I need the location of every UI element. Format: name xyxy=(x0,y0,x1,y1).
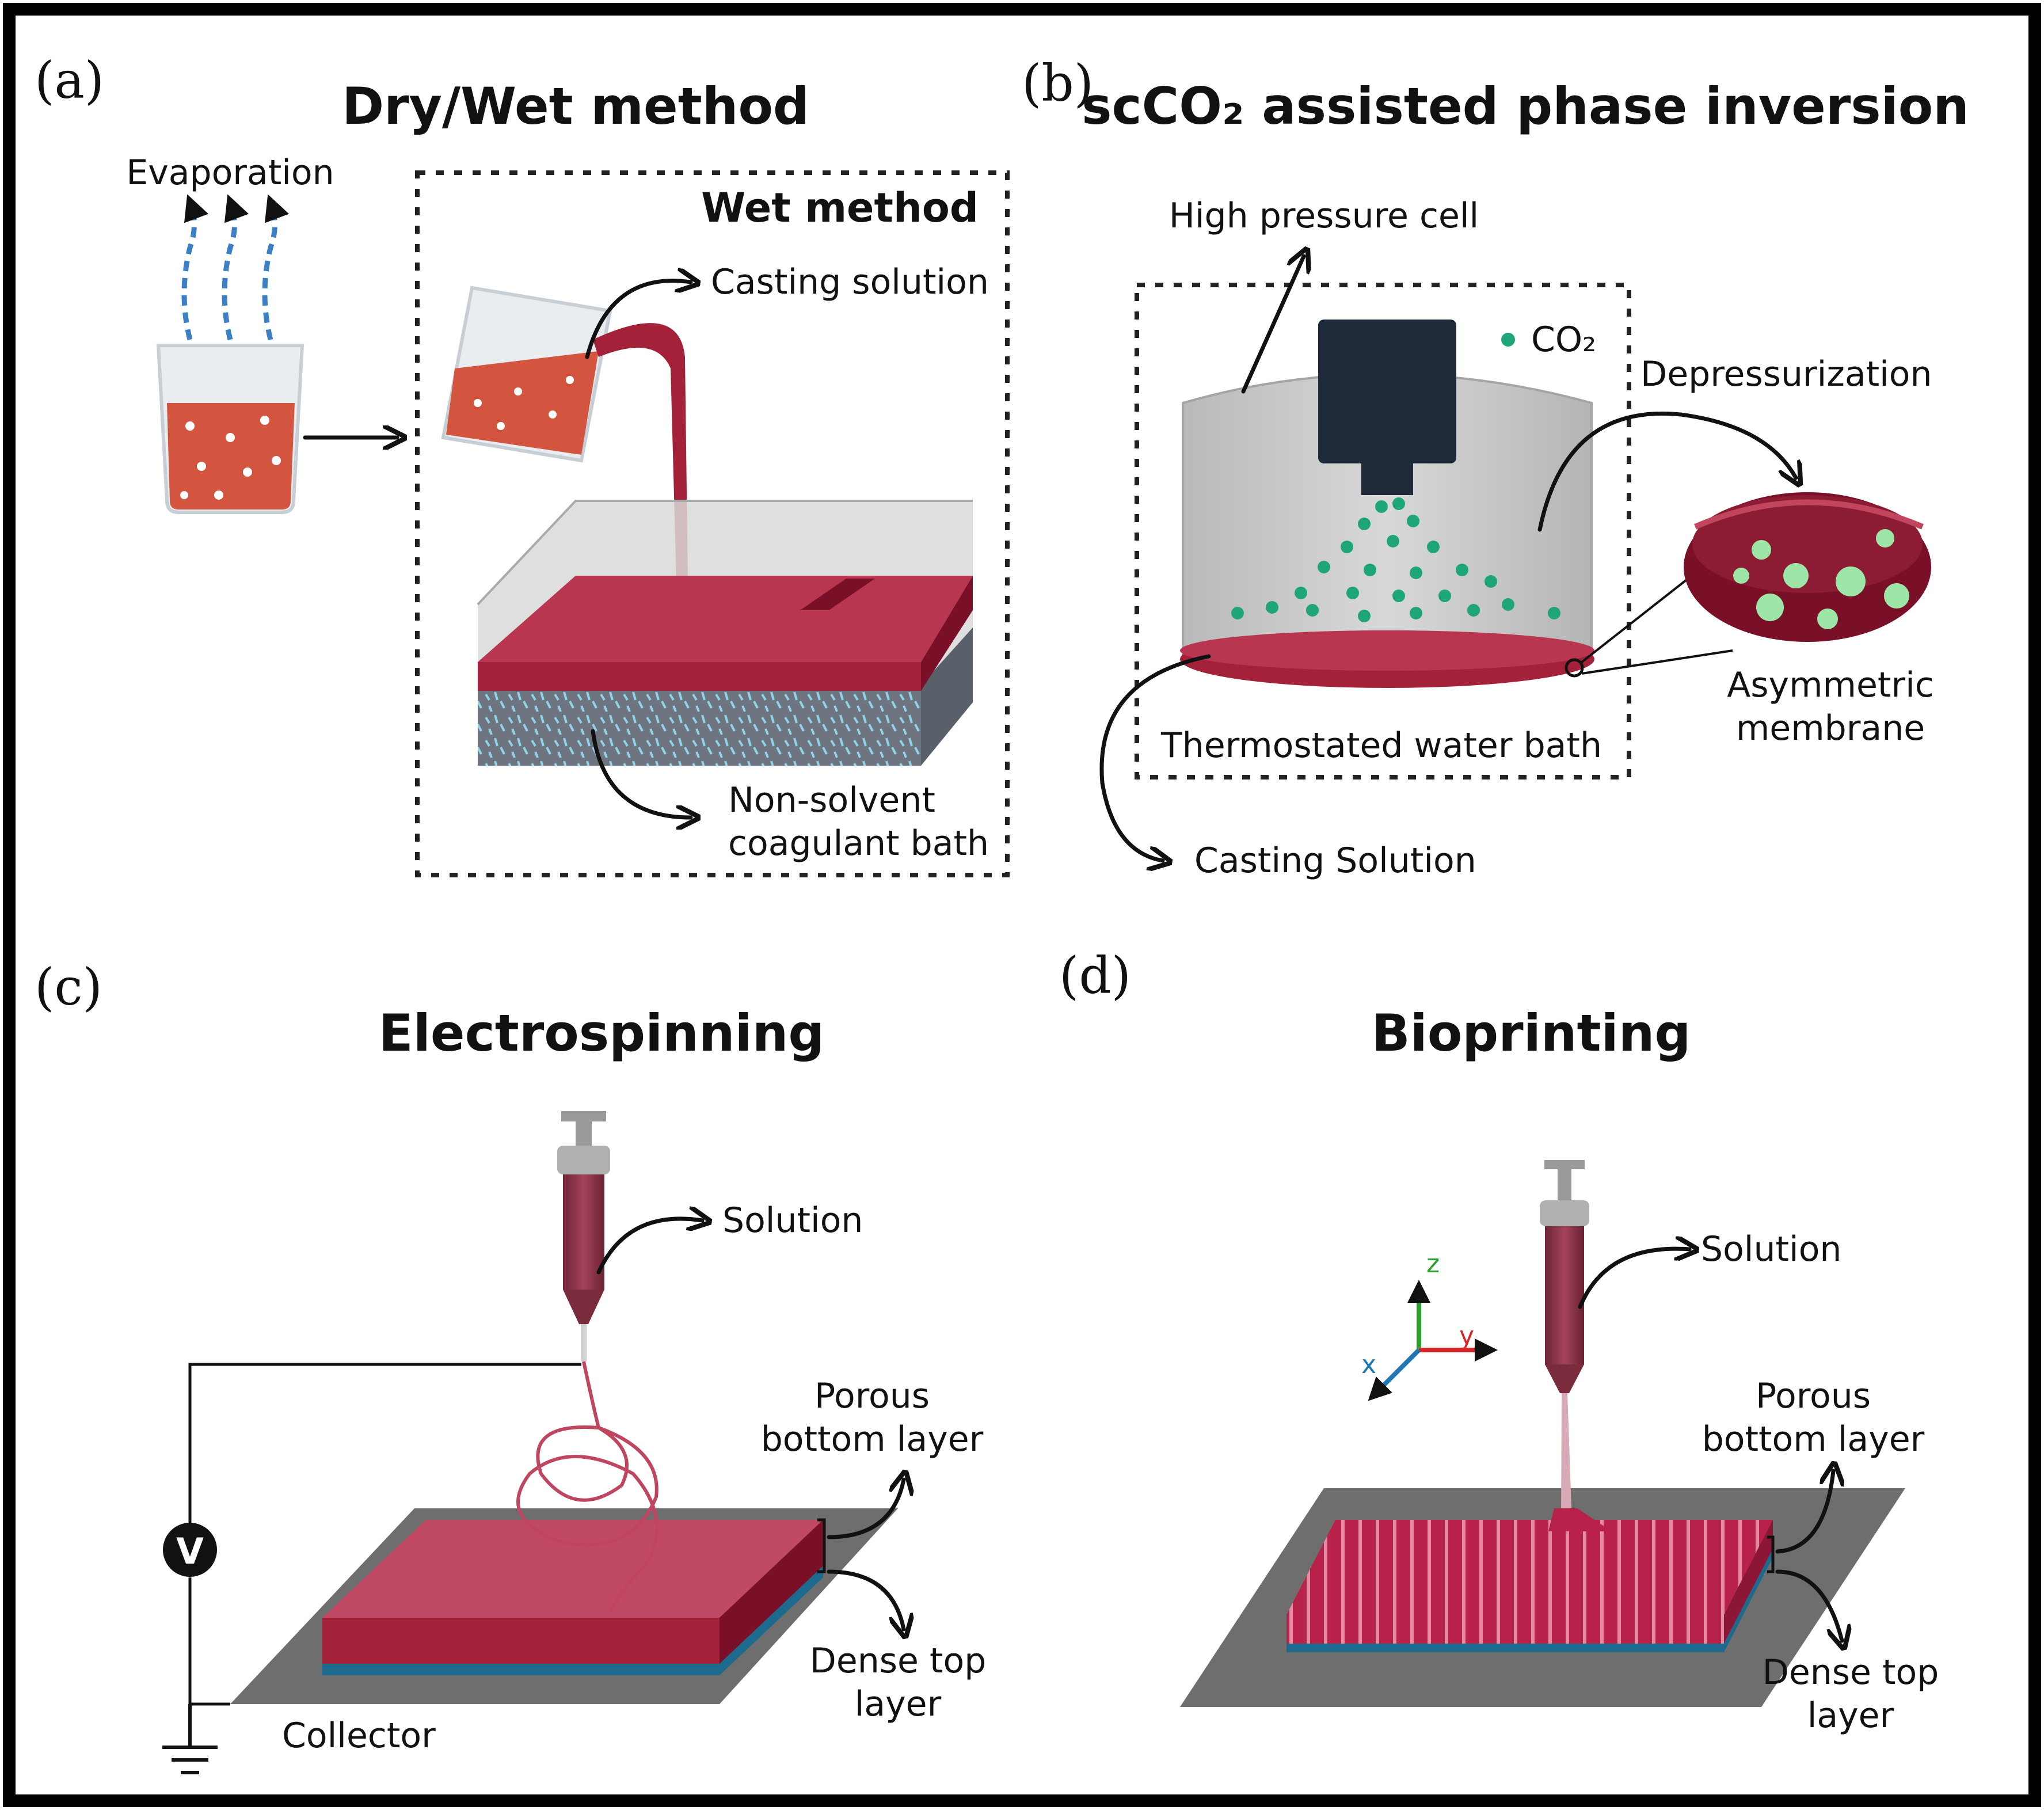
co2-nozzle-icon xyxy=(1318,320,1456,495)
syringe-icon xyxy=(557,1111,610,1362)
porous-arrow-c xyxy=(827,1480,904,1539)
voltage-source-icon xyxy=(163,1523,217,1577)
layer-bracket-d xyxy=(1767,1535,1775,1573)
depressurization-arrow xyxy=(1537,411,1796,532)
wet-method-label: Wet method xyxy=(701,184,979,231)
high-pressure-cell-label: High pressure cell xyxy=(1169,196,1479,236)
asymmetric-label-line1: Asymmetric xyxy=(1727,665,1933,705)
bath-arrow xyxy=(591,729,691,817)
panel-d: (d) Bioprinting Solution z y x xyxy=(1059,946,1939,1736)
circuit-wire xyxy=(188,1363,581,1523)
coagulation-bath xyxy=(477,500,973,766)
porous-label-c-line1: Porous xyxy=(814,1376,930,1416)
panel-b-title: scCO₂ assisted phase inversion xyxy=(1082,77,1969,136)
porous-label-c-line2: bottom layer xyxy=(761,1419,984,1459)
dense-label-c-line2: layer xyxy=(855,1684,942,1724)
porous-label-d-line2: bottom layer xyxy=(1702,1419,1925,1459)
panel-a-title: Dry/Wet method xyxy=(342,77,809,136)
layer-bracket-c xyxy=(817,1518,826,1573)
water-bath-label: Thermostated water bath xyxy=(1160,725,1602,766)
casting-solution-label: Casting solution xyxy=(711,262,989,302)
collector-label: Collector xyxy=(282,1716,436,1756)
syringe-icon-d xyxy=(1540,1160,1612,1531)
dense-label-d-line2: layer xyxy=(1807,1695,1894,1736)
printed-scaffold xyxy=(1286,1520,1773,1615)
panel-a: (a) Dry/Wet method Evaporation Wet metho… xyxy=(35,51,1010,877)
cell-arrow xyxy=(1241,256,1304,394)
bath-label-line1: Non-solvent xyxy=(728,780,935,820)
bath-label-line2: coagulant bath xyxy=(728,823,989,864)
xyz-axes-icon: z y x xyxy=(1361,1249,1498,1401)
axis-x-label: x xyxy=(1361,1350,1376,1379)
axis-z-label: z xyxy=(1426,1249,1440,1279)
wet-method-box xyxy=(415,170,1010,877)
asymmetric-label-line2: membrane xyxy=(1736,708,1925,748)
panel-c-title: Electrospinning xyxy=(379,1003,825,1063)
co2-legend-dot xyxy=(1501,333,1515,347)
voltage-label: V xyxy=(176,1530,204,1572)
casting-solution-label-b: Casting Solution xyxy=(1194,841,1476,881)
ground-icon xyxy=(162,1704,218,1774)
panel-a-letter: (a) xyxy=(35,51,104,110)
pressure-cell-box xyxy=(1135,283,1631,779)
panel-b-letter: (b) xyxy=(1022,54,1094,113)
asymmetric-membrane-zoom xyxy=(1684,492,1931,642)
dense-top-layer xyxy=(322,1566,823,1675)
panel-c-letter: (c) xyxy=(35,957,102,1017)
solution-label-d: Solution xyxy=(1701,1229,1841,1269)
beaker-icon xyxy=(156,344,304,514)
evaporation-label: Evaporation xyxy=(126,153,334,193)
axis-y-label: y xyxy=(1459,1321,1474,1351)
dense-label-c-line1: Dense top xyxy=(810,1641,987,1681)
evaporation-arrows-icon xyxy=(181,194,290,341)
electrospun-membrane xyxy=(322,1520,823,1618)
solution-arrow-d xyxy=(1578,1249,1689,1309)
dense-label-d-line1: Dense top xyxy=(1763,1652,1939,1693)
fiber-jet xyxy=(516,1361,659,1613)
co2-particles xyxy=(1231,497,1560,622)
dense-arrow-d xyxy=(1775,1569,1842,1641)
casting-arrow xyxy=(585,281,691,359)
co2-label: CO₂ xyxy=(1531,320,1596,360)
porous-arrow-d xyxy=(1775,1471,1833,1554)
dense-arrow-c xyxy=(827,1569,904,1629)
zoom-line-bottom xyxy=(1581,649,1733,675)
pouring-beaker-icon xyxy=(441,286,612,463)
panel-d-letter: (d) xyxy=(1059,946,1131,1005)
solution-label-c: Solution xyxy=(722,1200,863,1241)
panel-c: (c) Electrospinning Solution V xyxy=(35,957,987,1774)
casting-solution-arrow xyxy=(1099,654,1211,861)
panel-b: (b) scCO₂ assisted phase inversion High … xyxy=(1022,54,1969,881)
outer-frame xyxy=(3,3,2041,1807)
panel-d-title: Bioprinting xyxy=(1372,1003,1691,1063)
depressurization-label: Depressurization xyxy=(1640,354,1932,394)
solution-arrow-c xyxy=(596,1219,702,1275)
porous-label-d-line1: Porous xyxy=(1756,1376,1871,1416)
